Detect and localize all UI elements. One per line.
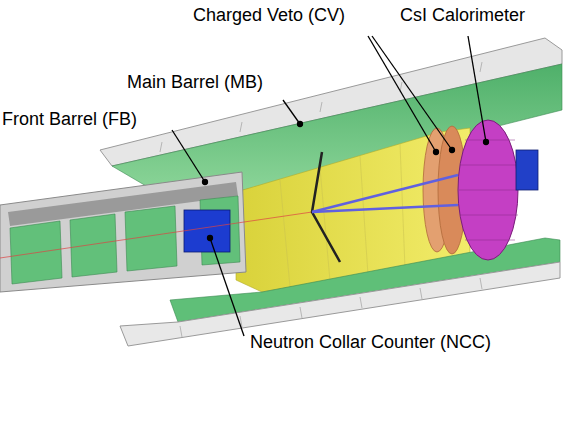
beam-line [0, 212, 312, 258]
part-label: CsI Calorimeter [400, 6, 525, 26]
front-barrel-modules [10, 196, 240, 284]
part-label: Front Barrel (FB) [2, 110, 137, 130]
part-label: Main Barrel (MB) [127, 73, 263, 93]
rear-detector [516, 150, 538, 190]
part-label: Charged Veto (CV) [193, 6, 345, 26]
csi-calorimeter [458, 120, 518, 260]
shell-ticks [160, 62, 482, 337]
front-barrel-shell [0, 172, 246, 292]
ncc-block [184, 210, 230, 252]
part-label: Neutron Collar Counter (NCC) [250, 333, 491, 353]
interior-modules [280, 144, 405, 287]
photon-track [312, 175, 458, 212]
csi-crystals [459, 140, 518, 240]
photon-track [312, 205, 458, 212]
